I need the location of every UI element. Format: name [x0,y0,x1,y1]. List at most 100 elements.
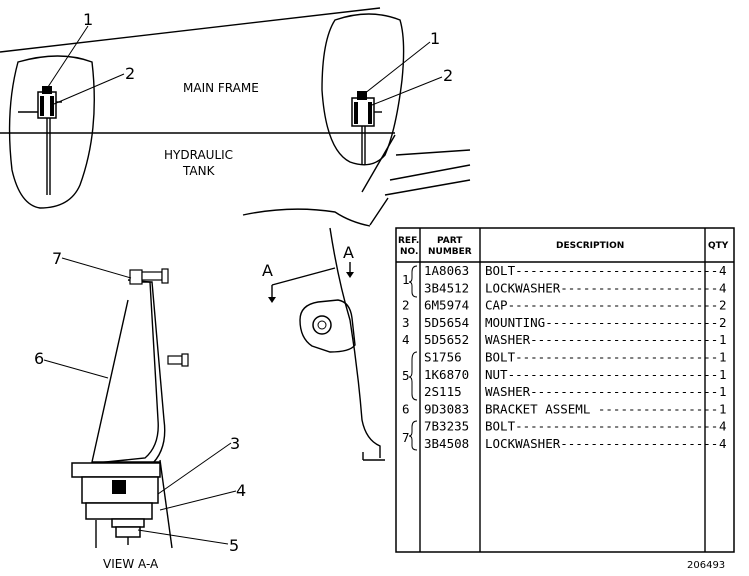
header-part-1: PART [437,236,463,246]
right-tank-outline [321,13,405,166]
drawing-number: 206493 [687,560,725,571]
brace-1 [408,265,418,298]
top-view: 1 2 1 2 MAIN FRAME HYDRAULIC TANK [0,7,471,227]
section-cut: A A [262,227,385,461]
bracket-bolt-upper [129,269,143,285]
parts-table: REF. NO. PART NUMBER DESCRIPTION QTY 11A… [395,227,735,553]
nut [115,526,141,538]
tank-label: TANK [182,164,216,178]
callout-4: 4 [236,481,246,500]
callout-6: 6 [34,349,44,368]
section-a-left: A [262,261,273,280]
callout-7: 7 [52,249,62,268]
table-cell-qty: 4 [719,419,727,434]
table-cell-ref: 3 [402,315,410,330]
table-cell-description: WASHER------------------------- [485,332,718,347]
tank-edge-3 [384,179,471,196]
table-cell-description: WASHER------------------------- [485,384,718,399]
leader-7 [61,257,132,279]
table-cell-ref: 1 [402,272,410,287]
table-cell-qty: 4 [719,436,727,451]
table-cell-part: 7B3235 [424,419,469,434]
callout-1-right: 1 [430,29,440,48]
leader-1-left [45,25,89,91]
table-cell-description: LOCKWASHER--------------------- [485,280,718,295]
table-cell-part: 5D5654 [424,315,469,330]
bracket-plate [95,279,159,464]
callout-5: 5 [229,536,239,555]
bracket-plate-edge [138,281,166,467]
leader-2-right [371,76,443,106]
table-cell-part: 3B4508 [424,436,469,451]
table-cell-part: 3B4512 [424,280,469,295]
washer [111,518,145,528]
table-cell-ref: 6 [402,401,410,416]
callout-2-left: 2 [125,64,135,83]
table-cell-part: 5D5652 [424,332,469,347]
mount-lower [85,502,153,520]
tank-slope [361,134,396,193]
table-cell-description: BRACKET ASSEML ---------------- [485,401,718,416]
tank-edge-2 [389,164,471,181]
header-description: DESCRIPTION [556,241,624,251]
table-cell-ref: 2 [402,298,410,313]
view-a-a: 7 6 3 4 5 VIEW A-A [34,249,246,571]
tank-edge-1 [395,149,471,156]
header-ref-2: NO. [400,247,418,257]
brace-5 [408,351,418,401]
table-cell-part: 2S115 [424,384,462,399]
table-cell-description: LOCKWASHER--------------------- [485,436,718,451]
bracket-bolt-middle [167,355,183,365]
table-cell-qty: 1 [719,332,727,347]
table-cell-description: NUT---------------------------- [485,367,718,382]
table-cell-qty: 2 [719,315,727,330]
table-cell-qty: 1 [719,350,727,365]
table-cell-description: MOUNTING----------------------- [485,315,718,330]
section-a-right: A [343,243,354,262]
callout-1-left: 1 [83,10,93,29]
table-cell-part: 1A8063 [424,263,469,278]
leader-3 [157,442,232,495]
table-cell-ref: 5 [402,368,410,383]
table-cell-ref: 4 [402,332,410,347]
leader-6 [43,359,109,379]
leader-1-right [363,41,431,95]
brace-7 [408,420,418,451]
left-tank-outline [8,55,95,209]
tank-corner [369,197,389,226]
header-part-2: NUMBER [428,247,472,257]
right-bolt-assembly [351,91,382,165]
table-cell-qty: 1 [719,367,727,382]
table-cell-description: CAP---------------------------- [485,298,718,313]
bracket-web [91,299,160,463]
table-cell-description: BOLT--------------------------- [485,419,718,434]
tank-side-curve [329,227,381,458]
table-cell-qty: 1 [719,401,727,416]
header-ref-1: REF. [398,236,419,246]
leader-4 [159,490,237,511]
callout-2-right: 2 [443,66,453,85]
table-cell-description: BOLT--------------------------- [485,263,718,278]
section-line [271,267,336,286]
table-cell-part: S1756 [424,350,462,365]
table-cell-part: 1K6870 [424,367,469,382]
table-cell-qty: 2 [719,298,727,313]
callout-3: 3 [230,434,240,453]
hydraulic-label: HYDRAULIC [164,148,233,162]
leader-2-left [53,73,125,105]
table-cell-part: 6M5974 [424,298,469,313]
mount-upper-plate [71,462,161,478]
table-cell-qty: 1 [719,384,727,399]
table-cell-ref: 7 [402,430,410,445]
tank-cutaway [242,208,371,227]
leader-5 [137,529,229,545]
view-label: VIEW A-A [103,557,159,571]
table-cell-qty: 4 [719,280,727,295]
main-frame-label: MAIN FRAME [183,81,259,95]
table-cell-description: BOLT--------------------------- [485,350,718,365]
frame-line-a [159,459,173,549]
table-cell-qty: 4 [719,263,727,278]
table-cell-part: 9D3083 [424,401,469,416]
